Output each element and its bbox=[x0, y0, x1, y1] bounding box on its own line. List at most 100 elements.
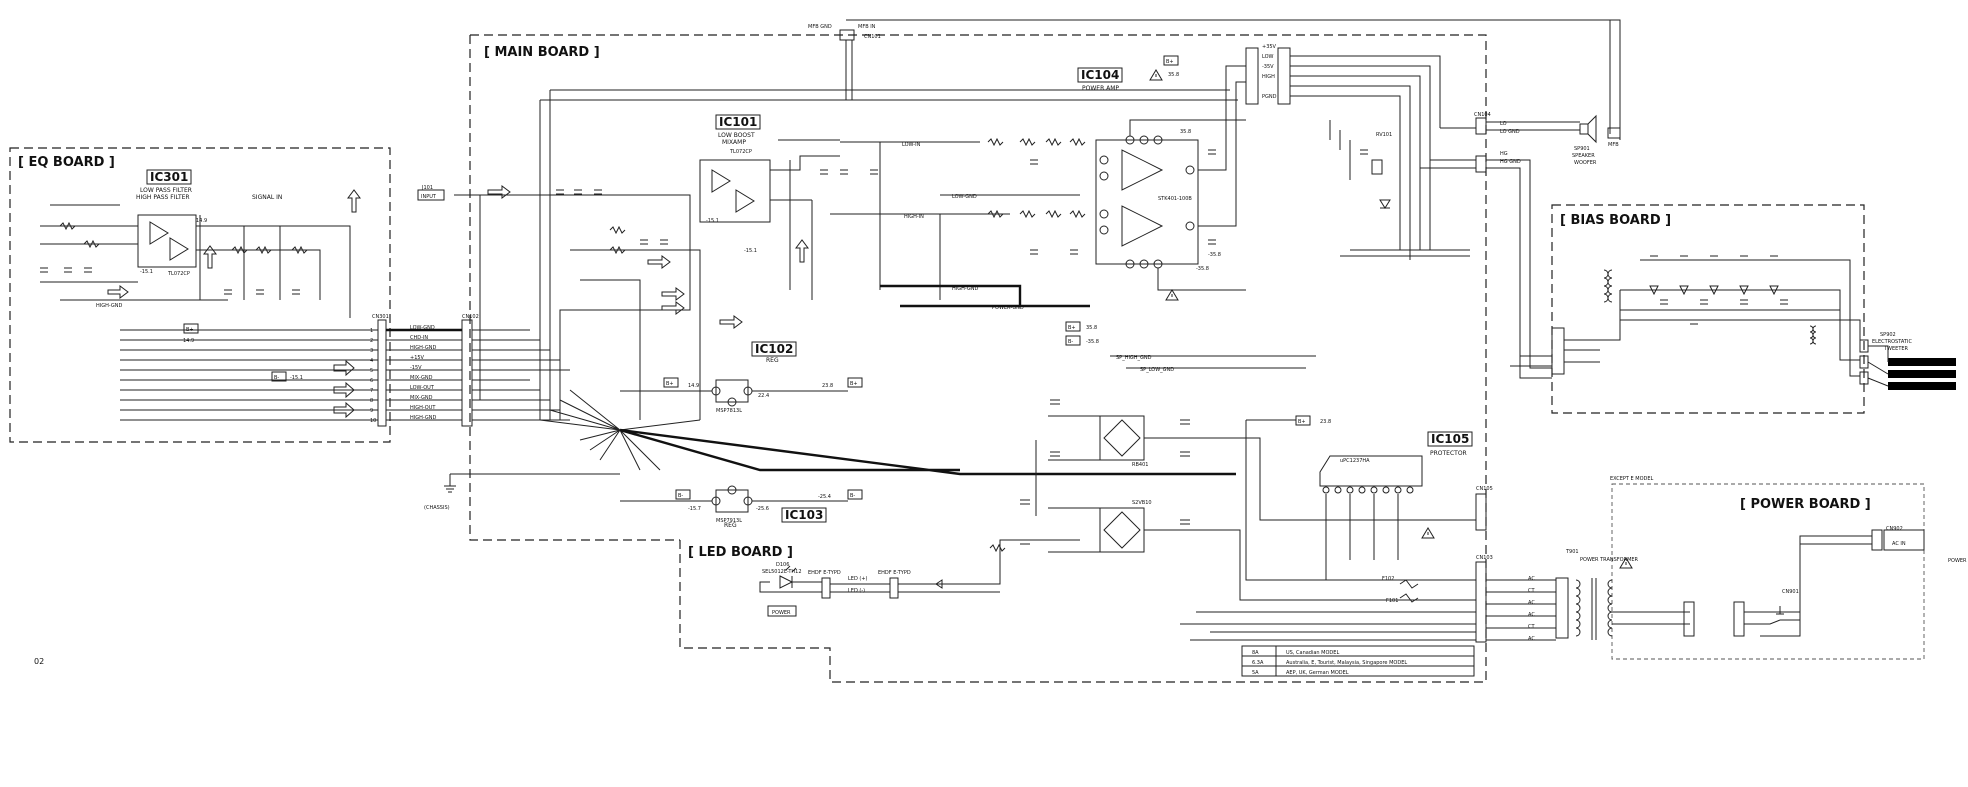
eq-pin-number: 2 bbox=[370, 338, 373, 344]
eq-pin-number: 6 bbox=[370, 378, 373, 384]
ic104-v-35-8: 35.8 bbox=[1180, 129, 1191, 135]
ic103-b-minus-out: B- bbox=[850, 493, 855, 499]
fuse-rating: 6.3A bbox=[1252, 660, 1264, 666]
amp-pin-label-4: PGND bbox=[1262, 94, 1277, 100]
eq-pin-number: 5 bbox=[370, 368, 373, 374]
eq-pin-name: LOW-OUT bbox=[410, 385, 435, 391]
bus-arrow-icon bbox=[333, 381, 355, 399]
eq-pin-number: 9 bbox=[370, 408, 373, 414]
eq-pin-number: 8 bbox=[370, 398, 373, 404]
ic102-v-23-8: 23.8 bbox=[822, 383, 833, 389]
amp-pin-label-3: HIGH bbox=[1262, 74, 1275, 80]
hg-gnd-label: HG GND bbox=[1500, 159, 1521, 165]
ic104-label: IC104 bbox=[1081, 68, 1119, 82]
bus-arrow-icon bbox=[333, 401, 355, 419]
power-board-title: [ POWER BOARD ] bbox=[1740, 497, 1871, 512]
cn902-label: CN902 bbox=[1886, 526, 1903, 532]
eq-high-gnd: HIGH-GND bbox=[96, 303, 122, 309]
ic301-part: TL072CP bbox=[167, 271, 190, 277]
sp902-desc2: TWEETER bbox=[1883, 346, 1909, 352]
fuse-model: AEP, UK, German MODEL bbox=[1286, 670, 1349, 676]
hg-label: HG bbox=[1500, 151, 1508, 157]
ic102-part: MSP7813L bbox=[716, 408, 742, 414]
ic102-b-plus: B+ bbox=[666, 381, 674, 387]
f101-label: F101 bbox=[1386, 598, 1398, 604]
ic105-b-plus: B+ bbox=[1298, 419, 1306, 425]
sp901-desc1: SPEAKER bbox=[1572, 153, 1595, 159]
power-side-label: POWER bbox=[1948, 558, 1967, 564]
ic104-v-35-8b: 35.8 bbox=[1168, 72, 1179, 78]
ic301-desc1: LOW PASS FILTER bbox=[140, 187, 192, 194]
t901-label: T901 bbox=[1565, 549, 1579, 555]
eq-board-title: [ EQ BOARD ] bbox=[18, 155, 115, 170]
power-gnd-label: POWER-GND bbox=[992, 305, 1024, 311]
eq-pin-name: MIX-GND bbox=[410, 395, 433, 401]
d106-label: D106 bbox=[776, 562, 789, 568]
ic105-v-23-8: 23.8 bbox=[1320, 419, 1331, 425]
mfb-sensor-label: MFB bbox=[1608, 142, 1619, 148]
tr-ac-4: AC bbox=[1528, 636, 1535, 642]
eq-pin-name: HIGH-GND bbox=[410, 345, 436, 351]
sp902-desc1: ELECTROSTATIC bbox=[1872, 339, 1912, 345]
sp901-label: SP901 bbox=[1574, 146, 1590, 152]
input-label: INPUT bbox=[421, 194, 437, 200]
eq-pin-name: HIGH-GND bbox=[410, 415, 436, 421]
rv101-label: RV101 bbox=[1376, 132, 1392, 138]
eq-v-14-9b: 14.9 bbox=[196, 218, 207, 224]
d102-part: S2VB10 bbox=[1132, 500, 1152, 506]
ic301-label: IC301 bbox=[150, 170, 188, 184]
except-model-label: EXCEPT E MODEL bbox=[1610, 476, 1654, 482]
ic101-desc2: MIXAMP bbox=[722, 139, 746, 146]
eq-b-minus: B- bbox=[274, 375, 279, 381]
cn301-ref: CN301 bbox=[372, 314, 389, 320]
fuse-table bbox=[1241, 645, 1475, 677]
eq-pin-name: +15V bbox=[410, 355, 425, 361]
low-gnd-label: LOW-GND bbox=[952, 194, 977, 200]
main-board-title: [ MAIN BOARD ] bbox=[484, 45, 600, 60]
bus-arrow-icon bbox=[333, 359, 355, 377]
amp-pin-label-1: LOW bbox=[1262, 54, 1274, 60]
ic102-label: IC102 bbox=[755, 342, 793, 356]
ic105-part: uPC1237HA bbox=[1340, 458, 1370, 464]
eq-v-neg15-1: -15.1 bbox=[290, 375, 303, 381]
mfb-gnd-label: MFB GND bbox=[808, 24, 832, 30]
power-transformer: T901 POWER TRANSFORMER AC CT AC AC CT AC bbox=[1486, 549, 1690, 642]
transformer-label: POWER TRANSFORMER bbox=[1580, 557, 1639, 563]
ic105-label: IC105 bbox=[1431, 432, 1469, 446]
tr-ac-3: AC bbox=[1528, 612, 1535, 618]
ic101-part: TL072CP bbox=[729, 149, 752, 155]
tr-ac-1: AC bbox=[1528, 576, 1535, 582]
ic103-part: MSP7913L bbox=[716, 518, 742, 524]
power-board-circuit: EXCEPT E MODEL CN901 CN902 AC IN POWER bbox=[1610, 476, 1967, 637]
eq-v-15-1: -15.1 bbox=[140, 269, 153, 275]
ic103-label: IC103 bbox=[785, 508, 823, 522]
main-board-wiring: J101 INPUT TL072CP -15.1 -15.1 LOW-IN bbox=[417, 19, 1633, 643]
page-number: 02 bbox=[34, 657, 44, 666]
eq-connector-bus: CN301 CN102 bbox=[372, 314, 479, 427]
main-v-35-8: 35.8 bbox=[1086, 325, 1097, 331]
board-outlines bbox=[9, 34, 1925, 683]
ic104-desc: POWER AMP bbox=[1082, 85, 1119, 92]
cn105-label: CN105 bbox=[1476, 486, 1493, 492]
high-gnd-label: HIGH-GND bbox=[952, 286, 978, 292]
lo-gnd-label: LO GND bbox=[1500, 129, 1520, 135]
input-ref: J101 bbox=[421, 185, 433, 191]
ic104-part: STK401-100B bbox=[1158, 196, 1192, 202]
tr-ac-2: AC bbox=[1528, 600, 1535, 606]
eq-pin-number: 4 bbox=[370, 358, 373, 364]
led-minus-label: LED (-) bbox=[848, 588, 865, 594]
eq-board-circuit: SIGNAL IN TL072CP B+ 14.9 B- -15.1 -15.1… bbox=[40, 189, 361, 382]
ic101-v-neg15-1: -15.1 bbox=[706, 218, 719, 224]
high-in-label: HIGH-IN bbox=[904, 214, 924, 220]
d106-part: SEL5012E-TH12 bbox=[762, 569, 802, 575]
ic301-desc2: HIGH PASS FILTER bbox=[136, 194, 190, 201]
amp-pin-label-2: -35V bbox=[1262, 64, 1274, 70]
led-power-label: POWER bbox=[772, 610, 791, 616]
cn901-label: CN901 bbox=[1782, 589, 1799, 595]
eq-pin-name: HIGH-OUT bbox=[410, 405, 436, 411]
eq-pin-name: MIX-GND bbox=[410, 375, 433, 381]
sp902-label: SP902 bbox=[1880, 332, 1896, 338]
led-cn-typd: EHDF E-TYPD bbox=[808, 570, 841, 576]
tr-ct-2: CT bbox=[1528, 624, 1535, 630]
ic104-b-plus: B+ bbox=[1166, 59, 1174, 65]
